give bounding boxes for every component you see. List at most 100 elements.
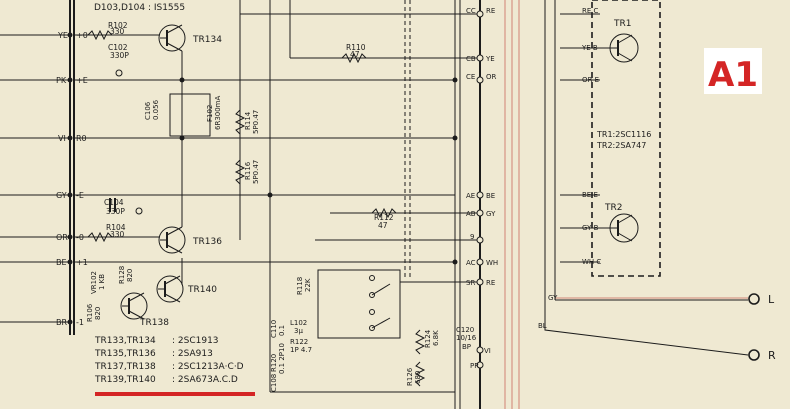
left-pin: +1 [76,258,88,267]
vr102-value: 1 KB [98,274,106,290]
r106-value: 820 [94,307,102,320]
bus-label: VI [484,347,491,355]
right-pin-label: RE C [582,7,599,15]
bus-label: WH [486,259,498,267]
c110-label: C110 [270,320,278,338]
bus-label: CB [466,55,476,63]
tr136-symbol [158,205,186,254]
vr102-label: VR102 [90,271,98,294]
c120-label: C120 [456,326,474,334]
r112-resistor [371,207,397,219]
r124-value: 6.8K [432,330,440,346]
left-label-br: BR [56,318,67,327]
tr140-symbol [156,275,184,303]
left-pin: R0 [76,134,87,143]
output-terminal-l [748,293,760,305]
f102-label: F102 [206,105,214,122]
bus-label: AC [466,259,476,267]
r116-value: 5P0.47 [252,160,260,184]
output-label-r: R [768,349,776,362]
left-labels: YE PK VI GY OR BE BR [56,31,68,327]
c106-f102-block [169,93,211,137]
output-label-l: L [768,293,775,306]
tr1-tr2-module-box [591,0,661,277]
left-label-pk: PK [56,76,67,85]
r120-label: R120 [270,354,278,372]
right-pin-label: GY [548,294,558,302]
r112-value: 47 [378,221,388,230]
left-pin: +0 [76,31,88,40]
r122-label: R122 [290,338,308,346]
badge-background [704,48,762,94]
tr138-symbol [120,292,148,320]
left-label-be: BE [56,258,67,267]
right-pin-label: OR E [582,76,599,84]
right-pin-label: BL [538,322,547,330]
left-pin: +E [76,76,88,85]
left-pin: -0 [76,233,84,242]
r110-label: R110 [346,43,366,52]
bus-label: RE [486,279,495,287]
bus-label: PR [470,362,479,370]
bus-label: AB [466,210,476,218]
diode-header: D103,D104 : IS1555 [94,3,185,13]
r116-resistor [234,159,246,185]
r118-label: R118 [296,277,304,295]
r128-label: R128 [118,266,126,284]
tr134-label: TR134 [192,35,222,45]
c106-value: 0.056 [152,99,160,120]
tr-note-1: TR1:2SC1116 [596,130,651,139]
tr136-label: TR136 [192,237,222,247]
c120-value: 10/16 [456,334,477,342]
r126-value: 680 [414,371,422,384]
red-underline [95,392,255,396]
tr2-label: TR2 [604,203,622,213]
parts-row-part: : 2SA673A.C.D [172,375,238,385]
switch-block [317,269,401,339]
r112-label: R112 [374,213,394,222]
tr140-label: TR140 [187,285,217,295]
test-point [115,69,123,77]
c106-label: C106 [144,101,152,120]
c110-value: 0.1 [278,325,286,336]
parts-row-part: : 2SA913 [172,349,213,359]
left-label-or: OR [56,233,68,242]
r114-label: R114 [244,111,252,130]
r102-value: 330 [110,27,125,36]
bus-label: SR [466,279,475,287]
r120-value: 0.1 2P10 [278,343,286,374]
r126-label: R126 [406,367,414,386]
parts-row-names: TR135,TR136 [94,349,156,359]
left-label-ye: YE [57,31,68,40]
bus-label: CC [466,7,476,15]
right-pin-label: YE B [581,44,598,52]
r122-value: 1P 4.7 [290,346,312,354]
tr1-symbol [600,33,639,63]
right-pin-label: WH C [582,258,601,266]
r118-value: 22K [304,278,312,292]
c108-label: C108 [270,374,278,392]
left-pin: -E [76,191,84,200]
f102-value: 6R300mA [214,96,222,130]
bus-label: YE [485,55,495,63]
parts-row-names: TR139,TR140 [94,375,156,385]
bus-label: CE [466,73,475,81]
tr-note-2: TR2:2SA747 [596,141,646,150]
r126-resistor [414,361,426,387]
parts-row-names: TR137,TR138 [94,362,156,372]
bus-label: GY [486,210,496,218]
c104-label: C104 [104,198,124,207]
output-terminal-r [748,349,760,361]
l102-value: 3μ [294,327,303,335]
r104-value: 330 [110,230,125,239]
bus-label: AE [466,192,475,200]
tr138-label: TR138 [139,318,169,328]
l102-label: L102 [290,319,307,327]
output-wire-r [544,300,749,356]
parts-row-part: : 2SC1213A·C·D [172,362,244,372]
r110-resistor [341,52,367,64]
r114-resistor [234,109,246,135]
r110-value: 47 [350,50,360,59]
left-pin: -1 [76,318,84,327]
